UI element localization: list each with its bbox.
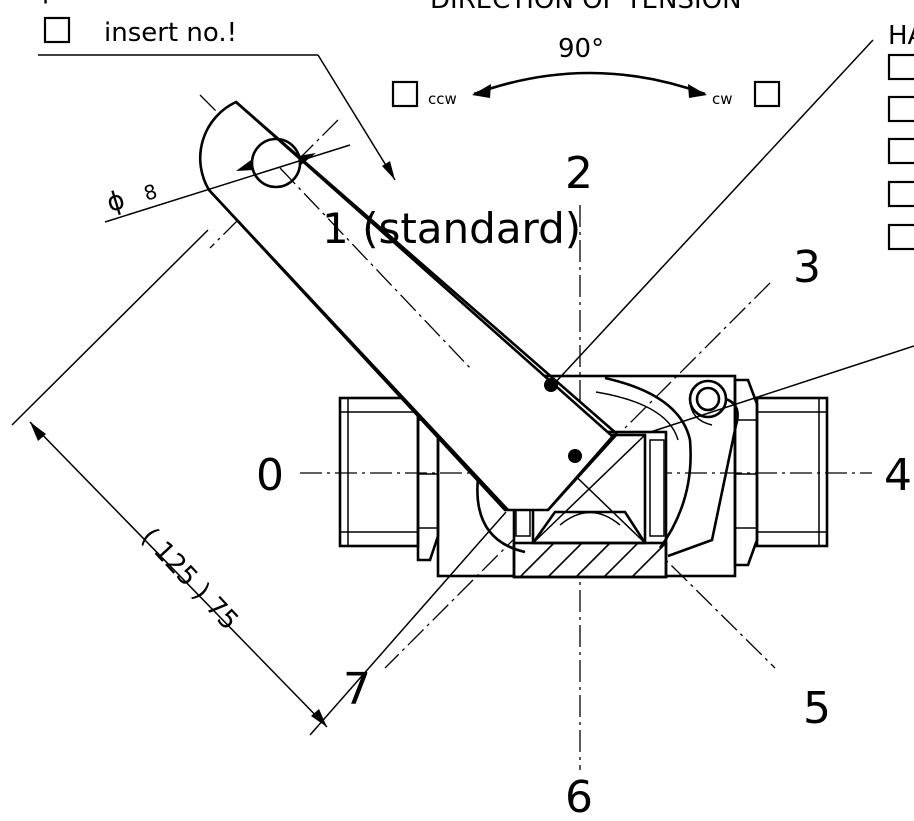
position-7-label: 7	[343, 664, 371, 715]
lever-outline	[198, 100, 616, 512]
top-right-partial-label: HA	[888, 21, 914, 51]
right-checkbox-4[interactable]	[887, 180, 914, 208]
top-left-partial-label: p	[42, 0, 59, 5]
ccw-checkbox[interactable]	[391, 80, 419, 108]
arrow-left-icon	[472, 84, 491, 98]
cw-label: cw	[712, 90, 733, 108]
right-checkbox-1[interactable]	[887, 53, 914, 81]
spring-leg	[667, 397, 739, 558]
position-4-label: 4	[884, 450, 912, 501]
spring-arc-left	[476, 477, 526, 554]
diameter-symbol: ϕ	[103, 185, 128, 219]
leader-line-lever-pin	[552, 39, 874, 386]
direction-of-tension-label: DIRECTION OF TENSION	[430, 0, 742, 15]
cw-checkbox[interactable]	[753, 80, 781, 108]
arrow-right-icon	[688, 84, 707, 98]
insert-no-leader-line-2	[317, 54, 396, 181]
right-checkbox-3[interactable]	[887, 137, 914, 165]
dim-arrow-right-icon	[298, 153, 316, 165]
position-5-label: 5	[803, 683, 831, 734]
spring-arc-right	[604, 376, 692, 549]
left-thread	[338, 396, 420, 548]
rotation-arrow	[473, 71, 706, 96]
length-arrow-bottom-icon	[311, 709, 327, 727]
position-3-label: 3	[793, 242, 821, 293]
right-checkbox-2[interactable]	[887, 95, 914, 123]
lever-pin-dot	[544, 378, 558, 392]
right-checkbox-column	[887, 53, 914, 251]
diameter-value: 8	[141, 179, 160, 206]
ccw-label: ccw	[428, 90, 457, 108]
position-2-label: 2	[565, 148, 593, 199]
right-thread	[755, 396, 829, 548]
lever-eye-hole	[250, 137, 302, 189]
center-pin-dot	[568, 449, 582, 463]
length-arrow-top-icon	[30, 422, 46, 441]
spring-coil-outer	[688, 379, 728, 419]
lever-handle	[198, 100, 618, 512]
position-1-label: 1 (standard)	[322, 204, 581, 253]
dim-arrow-left-icon	[236, 160, 254, 171]
spring-coil-inner	[695, 386, 721, 412]
right-checkbox-5[interactable]	[887, 223, 914, 251]
position-0-label: 0	[256, 450, 284, 501]
insert-no-label: insert no.!	[104, 18, 237, 48]
insert-no-arrow-icon	[382, 161, 395, 180]
position-6-label: 6	[565, 772, 593, 821]
angle-label: 90°	[558, 34, 604, 64]
insert-no-checkbox[interactable]	[43, 16, 71, 44]
length-label: ( 125 ) 75	[135, 522, 244, 636]
